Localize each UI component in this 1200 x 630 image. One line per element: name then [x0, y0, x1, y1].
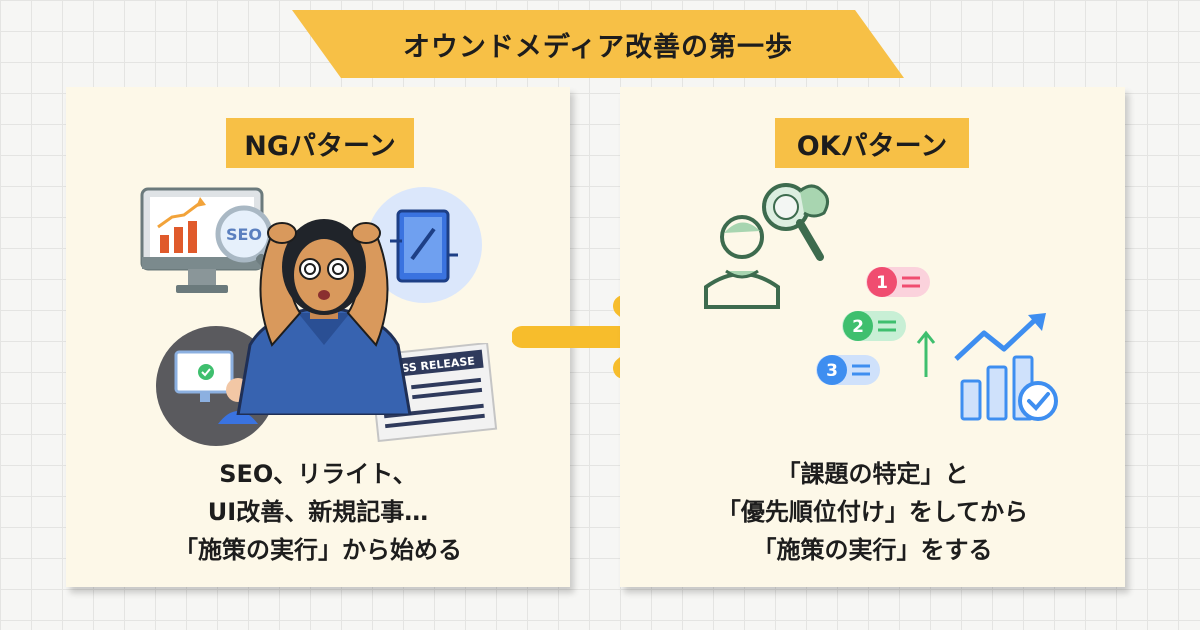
ng-caption-line-3: 「施策の実行」から始める [174, 536, 462, 564]
ok-panel: OKパターン 1 2 3 [620, 87, 1125, 587]
priority-list-icon: 1 2 3 [816, 267, 930, 385]
ng-caption: SEO、リライト、 UI改善、新規記事… 「施策の実行」から始める [66, 455, 570, 569]
priority-number-1: 1 [876, 273, 888, 293]
ok-caption: 「課題の特定」と 「優先順位付け」をしてから 「施策の実行」をする [620, 455, 1125, 569]
tablet-edit-icon [366, 187, 482, 303]
title-banner: オウンドメディア改善の第一歩 [292, 10, 904, 78]
person-brain-search-icon [704, 183, 829, 309]
ok-caption-line-2: 「優先順位付け」をしてから [716, 498, 1029, 526]
ng-panel: NGパターン SEO [66, 87, 570, 587]
ng-caption-line-2: UI改善、新規記事… [207, 498, 429, 526]
growth-chart-check-icon [954, 313, 1058, 421]
ok-caption-line-3: 「施策の実行」をする [752, 536, 993, 564]
seo-badge-text: SEO [226, 225, 262, 244]
stressed-person-icon [236, 219, 412, 415]
priority-number-3: 3 [826, 361, 838, 381]
ng-label: NGパターン [226, 118, 414, 168]
banner-title: オウンドメディア改善の第一歩 [402, 31, 794, 63]
ok-label: OKパターン [775, 118, 969, 168]
ok-caption-line-1: 「課題の特定」と [776, 460, 969, 488]
ng-caption-line-1: SEO、リライト、 [219, 460, 417, 488]
arrow-up-icon [916, 330, 936, 377]
priority-number-2: 2 [852, 317, 864, 337]
